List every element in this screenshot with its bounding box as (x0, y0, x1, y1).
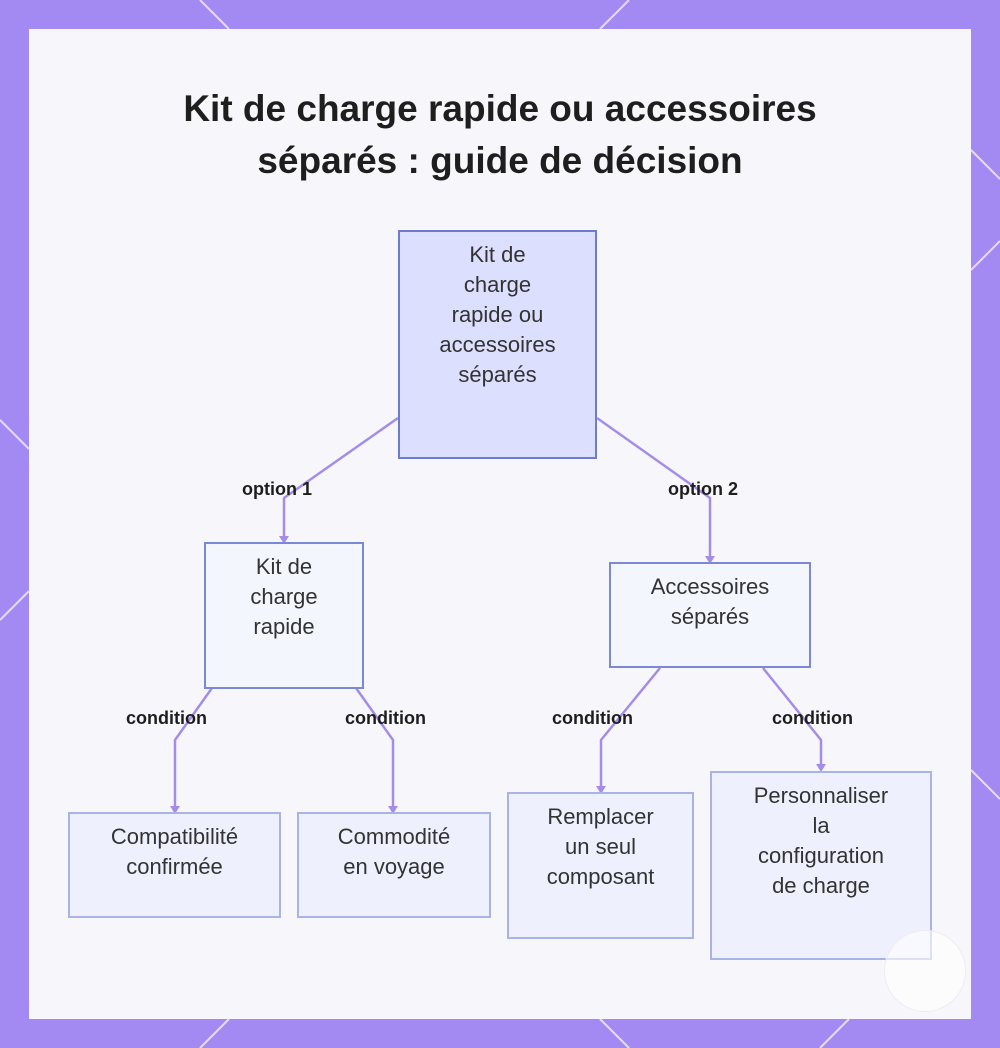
node-accessoires-line: Accessoires (650, 574, 770, 599)
node-commodite-line: en voyage (343, 854, 445, 879)
node-kit-charge-rapide: Kit de charge rapide (204, 542, 364, 689)
edge-label-condition: condition (552, 708, 633, 728)
node-remplacer-line: composant (546, 864, 655, 889)
node-commodite-en-voyage: Commodité en voyage (297, 812, 491, 918)
node-personnaliser-configuration: Personnaliser la configuration de charge (710, 771, 932, 960)
node-kit-line: rapide (253, 614, 315, 639)
node-accessoires-line: séparés (670, 604, 750, 629)
node-commodite-line: Commodité (337, 824, 451, 849)
node-kit-line: Kit de (255, 554, 313, 579)
node-personnaliser-line: Personnaliser (753, 783, 889, 808)
node-personnaliser-line: de charge (772, 873, 870, 898)
node-remplacer-line: un seul (565, 834, 636, 859)
node-root-line: charge (463, 272, 532, 297)
edge-label-condition: condition (126, 708, 207, 728)
title-line-2: séparés : guide de décision (257, 140, 743, 181)
node-compatibilite-line: confirmée (126, 854, 223, 879)
edge-label-condition: condition (345, 708, 426, 728)
node-kit-line: charge (250, 584, 318, 609)
node-personnaliser-line: configuration (758, 843, 884, 868)
node-remplacer-composant: Remplacer un seul composant (507, 792, 694, 939)
edge-label-option-2: option 2 (668, 479, 738, 499)
node-accessoires-separes: Accessoires séparés (609, 562, 811, 668)
node-root-kit-ou-accessoires: Kit de charge rapide ou accessoires sépa… (398, 230, 597, 459)
node-remplacer-line: Remplacer (547, 804, 654, 829)
node-root-line: séparés (458, 362, 537, 387)
node-compatibilite-confirmee: Compatibilité confirmée (68, 812, 281, 918)
edge-label-condition: condition (772, 708, 853, 728)
node-root-line: rapide ou (451, 302, 544, 327)
title-line-1: Kit de charge rapide ou accessoires (183, 88, 817, 129)
node-root-line: Kit de (469, 242, 526, 267)
node-personnaliser-line: la (812, 813, 830, 838)
watermark-logo (884, 930, 966, 1012)
diagram-title: Kit de charge rapide ou accessoires sépa… (120, 83, 880, 187)
edge-label-option-1: option 1 (242, 479, 312, 499)
node-compatibilite-line: Compatibilité (110, 824, 239, 849)
node-root-line: accessoires (439, 332, 556, 357)
